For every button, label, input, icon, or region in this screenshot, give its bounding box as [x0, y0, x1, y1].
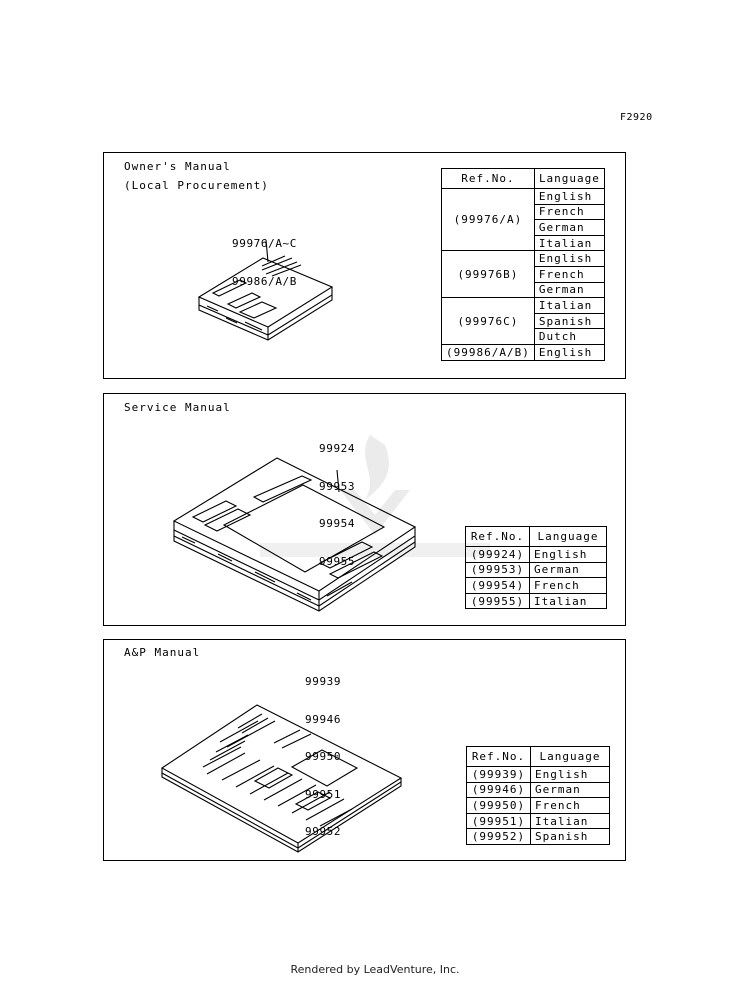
language-cell: Italian: [529, 592, 607, 610]
ref-cell: (99952): [466, 828, 531, 845]
service-part-number: 99924: [319, 442, 356, 455]
service-part-numbers: 99924 99953 99954 99955: [319, 418, 355, 581]
ref-cell: (99924): [465, 546, 530, 563]
ref-cell: (99951): [466, 812, 531, 830]
language-cell: German: [533, 219, 606, 236]
ref-cell: (99955): [465, 592, 530, 610]
language-cell: Dutch: [533, 328, 606, 345]
ap-language-table: Ref.No. Language (99939)English (99946)G…: [466, 746, 610, 845]
language-cell: Spanish: [533, 312, 606, 330]
language-cell: English: [533, 343, 606, 361]
language-header: Language: [533, 168, 606, 189]
language-cell: English: [529, 546, 607, 563]
ref-cell: (99976B): [441, 250, 535, 299]
ap-part-number: 99952: [305, 825, 342, 838]
footer-credit: Rendered by LeadVenture, Inc.: [290, 963, 460, 976]
ref-cell: (99976C): [441, 297, 535, 345]
owners-part-numbers: 99976/A~C 99986/A/B: [232, 213, 297, 301]
language-cell: French: [533, 203, 606, 221]
language-cell: French: [533, 265, 606, 283]
ref-cell: (99946): [466, 781, 531, 799]
ref-cell: (99976/A): [441, 187, 535, 252]
language-cell: Italian: [533, 297, 606, 314]
owners-manual-panel: [103, 152, 626, 379]
ref-cell: (99954): [465, 577, 530, 594]
ap-manual-title: A&P Manual: [124, 646, 201, 659]
service-language-table: Ref.No. Language (99924)English (99953)G…: [465, 526, 607, 610]
ap-part-number: 99951: [305, 787, 342, 801]
language-cell: English: [533, 188, 606, 205]
owners-part-number: 99976/A~C: [232, 237, 298, 250]
owners-language-table: Ref.No. Language (99976/A)English French…: [441, 168, 606, 361]
language-cell: Italian: [533, 234, 606, 252]
language-header: Language: [529, 526, 607, 547]
ap-manual-panel: [103, 639, 626, 861]
language-cell: English: [530, 766, 610, 783]
owners-manual-subtitle: (Local Procurement): [124, 179, 269, 192]
ref-cell: (99953): [465, 561, 530, 579]
service-part-number: 99953: [319, 479, 356, 493]
ref-no-header: Ref.No.: [466, 746, 531, 767]
language-cell: French: [529, 577, 607, 594]
language-cell: Italian: [530, 812, 610, 830]
ref-cell: (99939): [466, 766, 531, 783]
language-cell: German: [529, 561, 607, 579]
service-manual-title: Service Manual: [124, 401, 231, 414]
owners-manual-title: Owner's Manual: [124, 160, 231, 173]
language-cell: English: [533, 250, 606, 267]
ap-part-number: 99946: [305, 712, 342, 726]
ref-no-header: Ref.No.: [441, 168, 535, 189]
language-cell: French: [530, 797, 610, 814]
language-cell: German: [530, 781, 610, 799]
language-header: Language: [530, 746, 610, 767]
ref-cell: (99986/A/B): [441, 343, 535, 361]
service-part-number: 99955: [319, 554, 356, 568]
language-cell: Spanish: [530, 828, 610, 845]
ap-part-number: 99939: [305, 675, 342, 688]
ref-no-header: Ref.No.: [465, 526, 530, 547]
figure-id: F2920: [620, 112, 653, 123]
service-part-number: 99954: [319, 517, 356, 530]
ref-cell: (99950): [466, 797, 531, 814]
owners-part-number: 99986/A/B: [232, 274, 298, 288]
language-cell: German: [533, 281, 606, 299]
ap-part-numbers: 99939 99946 99950 99951 99952: [305, 651, 341, 851]
ap-part-number: 99950: [305, 750, 342, 763]
service-manual-panel: [103, 393, 626, 626]
